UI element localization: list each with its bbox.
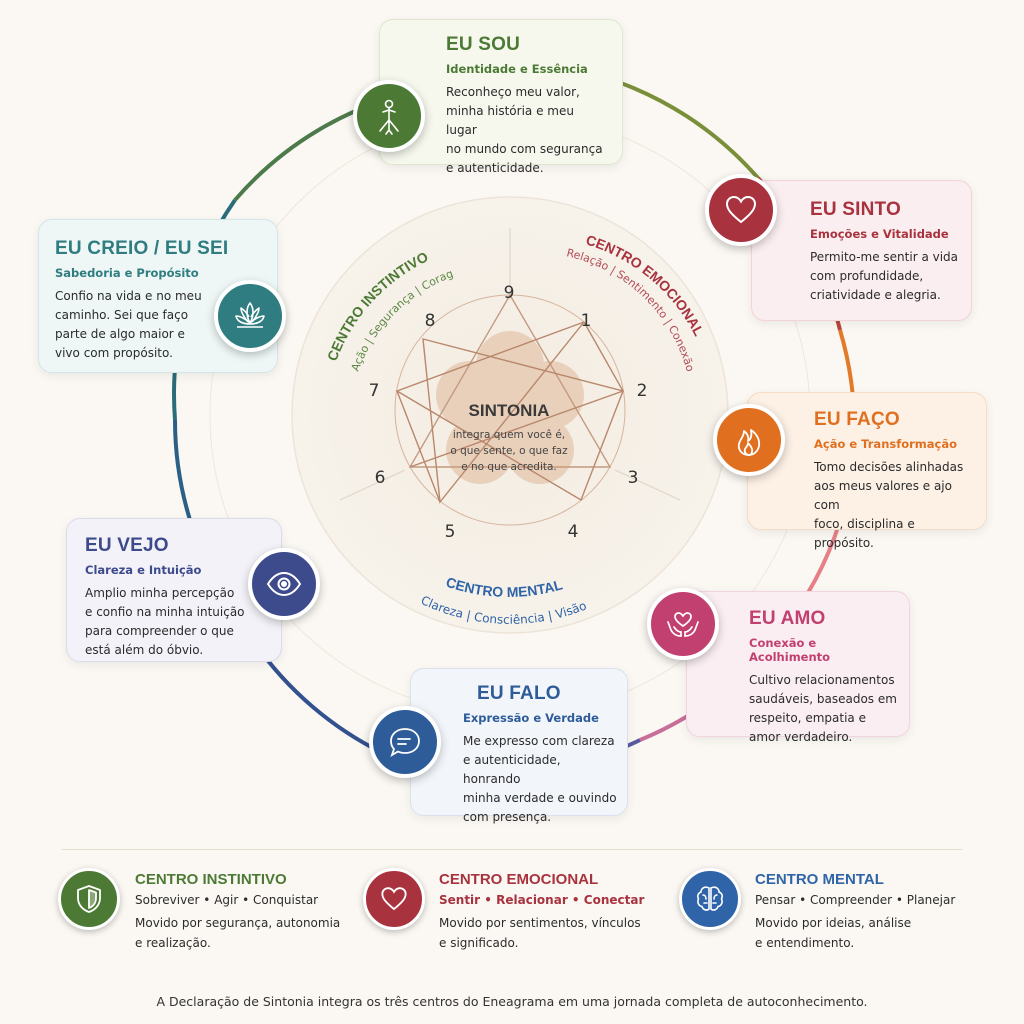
footer-text: A Declaração de Sintonia integra os três… (156, 994, 868, 1009)
legend-title-instintivo: CENTRO INSTINTIVO (135, 871, 287, 888)
enneagram-number: 9 (503, 283, 515, 303)
legend-title-emocional: CENTRO EMOCIONAL (439, 871, 599, 888)
card-subtitle: Identidade e Essência (446, 62, 588, 76)
card-eu-sou: EU SOU Identidade e Essência Reconheço m… (379, 19, 623, 175)
brain-icon (679, 868, 741, 930)
card-title: EU SOU (446, 34, 521, 55)
enneagram-number: 5 (444, 522, 456, 542)
center-line: integra quem você é, (453, 429, 565, 441)
enneagram-number: 3 (627, 468, 639, 488)
enneagram-number: 1 (580, 311, 592, 331)
enneagram-number: 7 (368, 381, 380, 401)
card-title: EU FALO (477, 683, 561, 704)
card-subtitle: Ação e Transformação (814, 437, 958, 451)
card-title: EU SINTO (810, 199, 901, 220)
card-subtitle: Sabedoria e Propósito (55, 266, 199, 280)
card-eu-sinto: EU SINTO Emoções e Vitalidade Permito-me… (751, 180, 972, 321)
card-title: EU VEJO (85, 535, 169, 556)
card-description: Reconheço meu valor,minha história e meu… (446, 85, 603, 175)
heart-icon (363, 868, 425, 930)
enneagram-number: 8 (424, 311, 436, 331)
speech-bubble-icon (369, 706, 441, 778)
enneagram-figure (394, 293, 626, 526)
center-dividers (339, 228, 681, 501)
card-title: EU AMO (749, 608, 826, 629)
enneagram-number: 2 (636, 381, 648, 401)
flower-watermark (436, 331, 584, 484)
card-eu-faco: EU FAÇO Ação e Transformação Tomo decisõ… (747, 392, 987, 550)
enneagram-number: 6 (374, 468, 386, 488)
card-eu-falo: EU FALO Expressão e Verdade Me expresso … (410, 668, 628, 824)
card-subtitle: Conexão e Acolhimento (749, 636, 831, 664)
card-subtitle: Expressão e Verdade (463, 711, 599, 725)
center-line: e no que acredita. (461, 461, 557, 473)
legend-separator (62, 849, 962, 850)
legend-keywords-instintivo: Sobreviver • Agir • Conquistar (135, 893, 319, 907)
legend-keywords-emocional: Sentir • Relacionar • Conectar (439, 893, 645, 907)
rooted-person-icon (353, 80, 425, 152)
card-subtitle: Clareza e Intuição (85, 563, 202, 577)
card-eu-amo: EU AMO Conexão e Acolhimento Cultivo rel… (686, 591, 910, 744)
card-eu-vejo: EU VEJO Clareza e Intuição Amplio minha … (66, 518, 282, 662)
legend-title-mental: CENTRO MENTAL (755, 871, 884, 888)
lotus-icon (214, 280, 286, 352)
card-subtitle: Emoções e Vitalidade (810, 227, 949, 241)
card-title: EU CREIO / EU SEI (55, 238, 229, 259)
center-title: SINTONIA (469, 401, 550, 420)
center-line: o que sente, o que faz (450, 445, 568, 457)
enneagram-number: 4 (567, 522, 579, 542)
hands-heart-icon (647, 588, 719, 660)
legend-keywords-mental: Pensar • Compreender • Planejar (755, 893, 956, 907)
flame-icon (713, 404, 785, 476)
heart-icon (705, 174, 777, 246)
card-title: EU FAÇO (814, 409, 900, 430)
eye-icon (248, 548, 320, 620)
shield-icon (58, 868, 120, 930)
